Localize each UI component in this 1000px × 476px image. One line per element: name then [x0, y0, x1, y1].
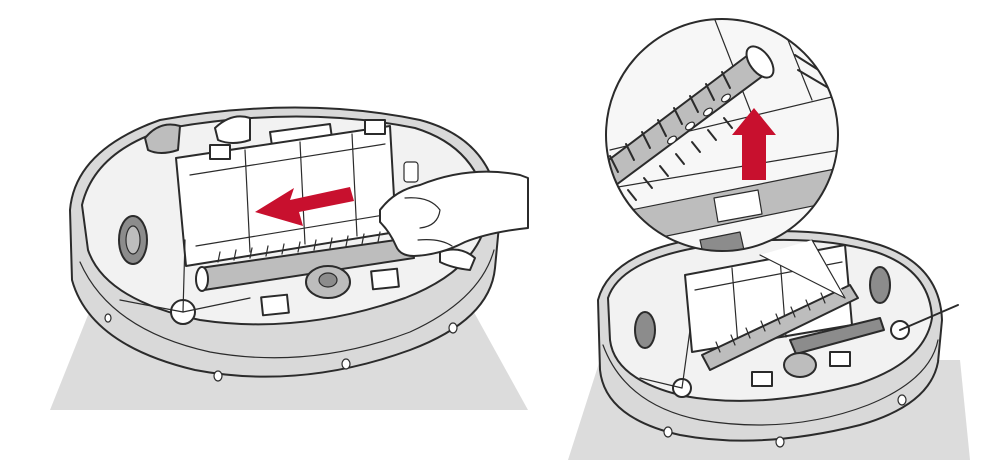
- right-center-suction: [751, 351, 851, 387]
- magnifier-pointer: [759, 239, 846, 299]
- left-top-details: [144, 115, 333, 154]
- left-center-suction: [260, 265, 400, 317]
- left-right-side-details: [403, 161, 476, 271]
- arrow-left-icon: [255, 187, 354, 226]
- arrow-up-icon: [732, 108, 776, 180]
- left-side-brush: [119, 239, 251, 325]
- hand-icon: [379, 170, 529, 257]
- right-panel: [568, 18, 970, 460]
- left-brush-roll: [195, 231, 415, 292]
- right-side-brushes: [639, 304, 959, 398]
- right-wheels: [634, 266, 891, 349]
- brush-roll-icon: [701, 284, 885, 371]
- magnified-inset: [605, 18, 839, 252]
- left-panel: [50, 106, 529, 410]
- left-wheel: [118, 215, 148, 265]
